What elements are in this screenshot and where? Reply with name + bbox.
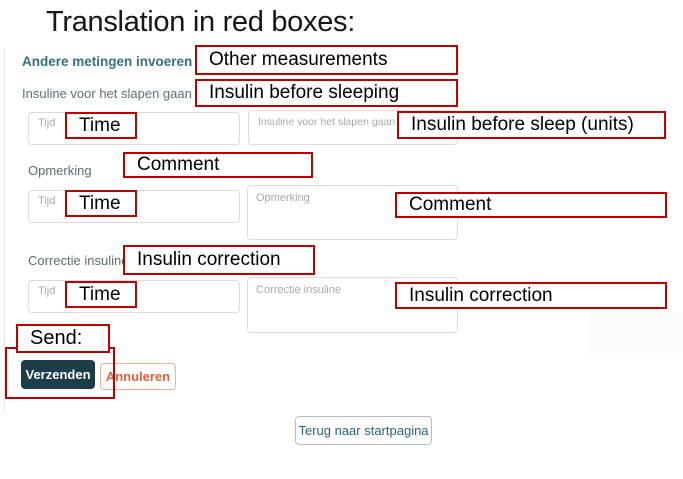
- send-annotation-bracket: [5, 347, 115, 399]
- verzenden-submit-button[interactable]: Verzenden: [21, 360, 95, 389]
- background-artifact: [588, 312, 683, 354]
- translation-box-comment-heading: Comment: [123, 152, 313, 178]
- translation-box-time-1: Time: [65, 112, 137, 139]
- translation-box-send: Send:: [16, 324, 110, 353]
- translation-box-comment-field: Comment: [395, 192, 667, 218]
- translation-box-other-measurements: Other measurements: [195, 45, 458, 75]
- page-title: Translation in red boxes:: [46, 6, 355, 38]
- translation-box-time-3: Time: [65, 281, 137, 308]
- back-to-startpage-button[interactable]: Terug naar startpagina: [295, 416, 432, 445]
- translation-box-insulin-before-sleeping: Insulin before sleeping: [195, 79, 458, 107]
- translation-box-insulin-correction-heading: Insulin correction: [123, 245, 315, 275]
- form-panel-left-border: [4, 48, 5, 412]
- insulin-correction-section-label: Correctie insuline: [28, 253, 129, 268]
- comment-section-label: Opmerking: [28, 163, 92, 178]
- insulin-before-sleep-section-label: Insuline voor het slapen gaan: [22, 86, 192, 101]
- other-measurements-heading: Andere metingen invoeren: [22, 54, 193, 69]
- translation-box-insulin-before-sleep-units: Insulin before sleep (units): [397, 111, 666, 139]
- translation-box-insulin-correction-field: Insulin correction: [395, 282, 667, 309]
- translation-box-time-2: Time: [65, 190, 137, 217]
- annuleren-cancel-button[interactable]: Annuleren: [100, 363, 176, 390]
